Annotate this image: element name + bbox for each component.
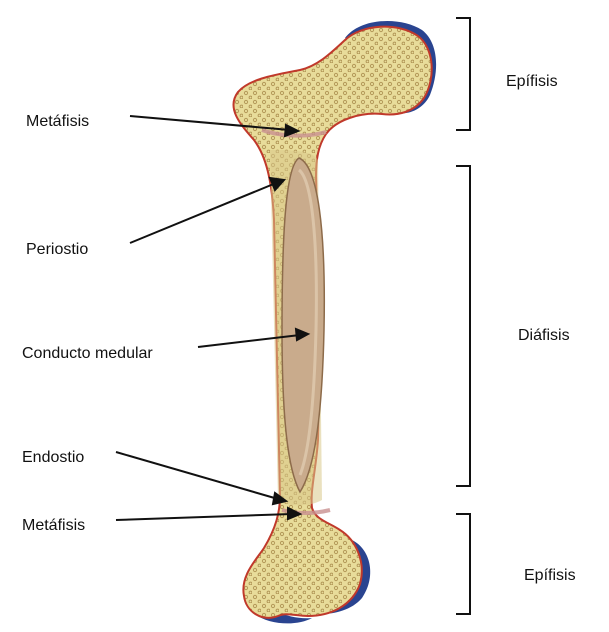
arrow-metafisis-bottom	[116, 514, 292, 520]
bone-body	[233, 27, 431, 618]
bracket-epifisis-bottom	[456, 514, 470, 614]
arrow-endostio	[116, 452, 278, 499]
bracket-epifisis-top	[456, 18, 470, 130]
label-metafisis-bottom: Metáfisis	[16, 510, 91, 542]
bracket-diafisis	[456, 166, 470, 486]
label-conducto-medular: Conducto medular	[16, 338, 159, 370]
label-periostio: Periostio	[20, 234, 94, 266]
label-endostio: Endostio	[16, 442, 90, 474]
label-metafisis-top: Metáfisis	[20, 106, 95, 138]
label-epifisis-top: Epífisis	[500, 66, 564, 98]
label-diafisis: Diáfisis	[512, 320, 576, 352]
arrow-periostio	[130, 183, 276, 243]
label-epifisis-bottom: Epífisis	[518, 560, 582, 592]
